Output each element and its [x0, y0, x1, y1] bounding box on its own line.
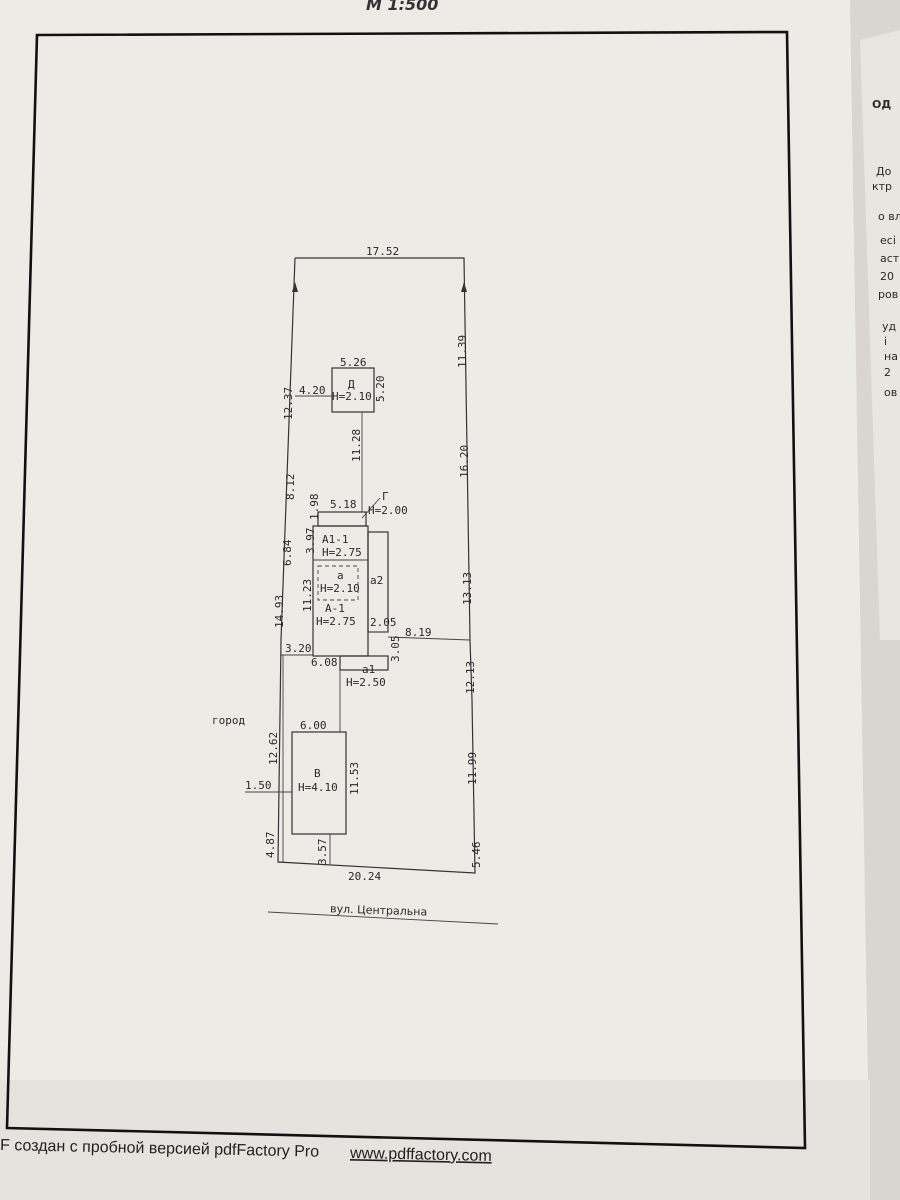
- right-arrow-icon: [461, 282, 467, 292]
- building-g-leader: [361, 497, 381, 519]
- garden-label: город: [212, 714, 245, 727]
- fence-dimension: 8.19: [405, 626, 432, 639]
- building-d-height: H=2.10: [332, 390, 372, 403]
- building-g: [317, 511, 367, 527]
- drawing-frame: [5, 30, 807, 1150]
- room-a-name: а: [337, 569, 344, 582]
- right-dim-1: 11.39: [456, 335, 469, 368]
- right-dim-3: 13.13: [461, 572, 474, 605]
- building-v: [291, 731, 347, 835]
- right-dim-6: 5.46: [470, 842, 483, 869]
- annex-a1-name: а1: [362, 663, 375, 676]
- house-a1-width: 6.08: [311, 656, 338, 669]
- right-fragment-1: ОД: [872, 98, 891, 111]
- left-dim-6: 4.87: [264, 832, 277, 859]
- house-a11-depth: 3.97: [304, 528, 317, 555]
- right-fragment-7: 20: [880, 270, 894, 283]
- house-a11-height: H=2.75: [322, 546, 362, 559]
- building-v-height: H=4.10: [298, 781, 338, 794]
- building-g-width: 5.18: [330, 498, 357, 511]
- room-a: [317, 565, 359, 601]
- footer-prefix: F создан с пробной версией pdfFactory Pr…: [0, 1137, 319, 1161]
- house-a1-depth: 11.23: [301, 579, 314, 612]
- building-v-depth: 11.53: [348, 762, 361, 795]
- annex-a2-side: 3.05: [389, 636, 402, 663]
- house-a1-offset: 3.20: [285, 642, 312, 655]
- annex-a1: [339, 655, 389, 671]
- left-dim-5: 12.62: [267, 732, 280, 765]
- building-v-offset: 1.50: [245, 779, 272, 792]
- bottom-dimension: 20.24: [348, 870, 381, 883]
- building-d-name: Д: [348, 378, 355, 391]
- building-v-name: В: [314, 767, 321, 780]
- right-dim-2: 16.20: [458, 445, 471, 478]
- footer-link[interactable]: www.pdffactory.com: [349, 1145, 492, 1165]
- right-fragment-8: ров: [878, 288, 898, 301]
- annex-a2-name: а2: [370, 574, 383, 587]
- right-fragment-12: 2: [884, 366, 891, 379]
- house-a1-height: H=2.75: [316, 615, 356, 628]
- left-dim-2: 8.12: [284, 474, 297, 501]
- right-fragment-13: ов: [884, 386, 897, 399]
- left-dim-1: 12.37: [282, 387, 295, 420]
- building-d-depth: 5.20: [374, 376, 387, 403]
- right-dim-5: 11.99: [466, 752, 479, 785]
- building-d-offset: 4.20: [299, 384, 326, 397]
- building-d-width: 5.26: [340, 356, 367, 369]
- house-a11-name: А1-1: [322, 533, 349, 546]
- right-dim-4: 12.13: [464, 661, 477, 694]
- right-fragment-11: на: [884, 350, 898, 363]
- building-g-name: Г: [382, 490, 389, 503]
- building-g-depth: 1.98: [308, 494, 321, 521]
- right-fragment-2: До: [876, 165, 892, 178]
- building-v-gap: 3.57: [316, 839, 329, 866]
- street-line: [267, 911, 499, 925]
- right-fragment-9: уд: [882, 320, 897, 333]
- left-dim-3: 6.84: [281, 539, 294, 566]
- left-dim-4: 14.93: [273, 595, 286, 628]
- top-dimension: 17.52: [366, 245, 399, 258]
- right-fragment-10: і: [884, 335, 887, 348]
- street-label: вул. Центральна: [330, 902, 427, 918]
- right-fragment-3: ктр: [872, 180, 892, 193]
- building-d-gap: 11.28: [350, 429, 363, 462]
- right-fragment-4: о вл: [878, 210, 900, 223]
- annex-a2-depth: 2.05: [370, 616, 397, 629]
- fence-line: [387, 636, 471, 641]
- main-paper: [0, 0, 870, 1200]
- annex-a1-height: H=2.50: [346, 676, 386, 689]
- scale-label: М 1:500: [366, 0, 438, 14]
- room-a-height: H=2.10: [320, 582, 360, 595]
- house-a1-name: А-1: [325, 602, 345, 615]
- building-d: [331, 367, 375, 413]
- plot-boundary: [277, 257, 476, 874]
- left-arrow-icon: [292, 282, 298, 292]
- building-g-height: H=2.00: [368, 504, 408, 517]
- building-v-width: 6.00: [300, 719, 327, 732]
- right-sheet: [860, 30, 900, 640]
- right-fragment-5: есі: [880, 234, 896, 247]
- right-fragment-6: аст: [880, 252, 900, 265]
